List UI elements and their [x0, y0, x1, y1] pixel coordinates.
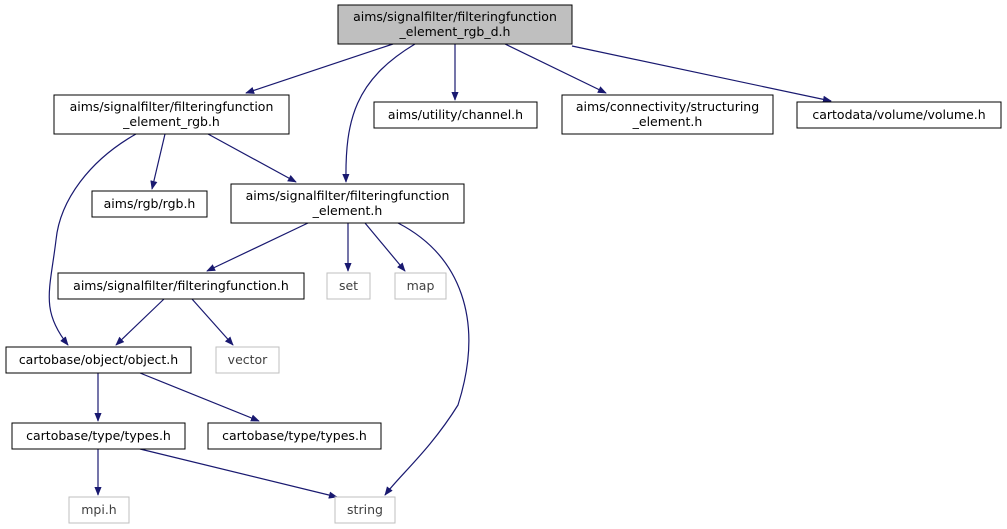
node-label: _element_rgb.h — [122, 114, 220, 129]
edge-ff_elem_rgb-to-ff_elem — [207, 133, 297, 183]
edge-ff_elem-to-string — [384, 222, 470, 496]
node-box — [394, 272, 447, 300]
node-volume[interactable]: cartodata/volume/volume.h — [796, 101, 1002, 129]
node-box — [796, 101, 1002, 129]
node-label: vector — [228, 352, 269, 367]
node-box — [5, 346, 192, 374]
node-label: cartobase/type/types.h — [222, 428, 367, 443]
node-set: set — [326, 272, 371, 300]
node-box — [337, 4, 573, 45]
edge-ff_elem-to-map — [364, 222, 406, 272]
node-label: cartodata/volume/volume.h — [812, 107, 985, 122]
node-box — [326, 272, 371, 300]
node-mpi: mpi.h — [68, 496, 130, 524]
node-box — [57, 272, 305, 300]
node-ff_elem[interactable]: aims/signalfilter/filteringfunction_elem… — [230, 183, 465, 224]
node-box — [215, 346, 280, 374]
nodes-layer: aims/signalfilter/filteringfunction_elem… — [5, 4, 1002, 524]
edge-ff_elem_rgb-to-object — [48, 133, 137, 346]
node-label: _element_rgb_d.h — [399, 24, 511, 39]
node-label: cartobase/object/object.h — [19, 352, 178, 367]
node-box — [68, 496, 130, 524]
node-label: map — [407, 278, 435, 293]
node-box — [561, 94, 774, 135]
node-label: _element.h — [632, 114, 703, 129]
edge-ff_elem_rgb-to-rgb — [150, 133, 166, 190]
edge-ff-to-vector — [191, 298, 234, 346]
edge-ff-to-object — [115, 298, 165, 346]
node-label: _element.h — [312, 203, 383, 218]
node-label: mpi.h — [81, 502, 116, 517]
node-label: aims/signalfilter/filteringfunction.h — [73, 278, 289, 293]
edge-root-to-structuring — [504, 43, 607, 94]
edges-layer — [48, 43, 832, 499]
edge-root-to-volume — [571, 45, 832, 103]
node-ff[interactable]: aims/signalfilter/filteringfunction.h — [57, 272, 305, 300]
node-channel[interactable]: aims/utility/channel.h — [373, 101, 538, 129]
edge-types1-to-string — [139, 448, 338, 499]
edge-root-to-ff_elem_rgb — [245, 43, 394, 94]
node-rgb[interactable]: aims/rgb/rgb.h — [91, 190, 208, 218]
node-label: aims/connectivity/structuring — [576, 99, 759, 114]
node-box — [91, 190, 208, 218]
node-label: aims/signalfilter/filteringfunction — [246, 188, 450, 203]
edge-root-to-ff_elem — [342, 43, 416, 183]
edge-object-to-types2 — [139, 372, 260, 422]
node-label: aims/utility/channel.h — [388, 107, 523, 122]
edge-ff_elem-to-ff — [206, 222, 309, 272]
node-label: aims/rgb/rgb.h — [104, 196, 196, 211]
node-structuring[interactable]: aims/connectivity/structuring_element.h — [561, 94, 774, 135]
node-label: aims/signalfilter/filteringfunction — [353, 9, 557, 24]
node-string: string — [334, 496, 396, 524]
node-label: cartobase/type/types.h — [26, 428, 171, 443]
node-box — [53, 94, 290, 135]
node-box — [334, 496, 396, 524]
node-vector: vector — [215, 346, 280, 374]
node-box — [207, 422, 382, 450]
node-types1[interactable]: cartobase/type/types.h — [11, 422, 186, 450]
node-object[interactable]: cartobase/object/object.h — [5, 346, 192, 374]
node-label: aims/signalfilter/filteringfunction — [70, 99, 274, 114]
node-root[interactable]: aims/signalfilter/filteringfunction_elem… — [337, 4, 573, 45]
node-label: set — [339, 278, 358, 293]
node-box — [11, 422, 186, 450]
node-types2[interactable]: cartobase/type/types.h — [207, 422, 382, 450]
node-box — [373, 101, 538, 129]
node-map: map — [394, 272, 447, 300]
node-label: string — [347, 502, 383, 517]
node-box — [230, 183, 465, 224]
node-ff_elem_rgb[interactable]: aims/signalfilter/filteringfunction_elem… — [53, 94, 290, 135]
